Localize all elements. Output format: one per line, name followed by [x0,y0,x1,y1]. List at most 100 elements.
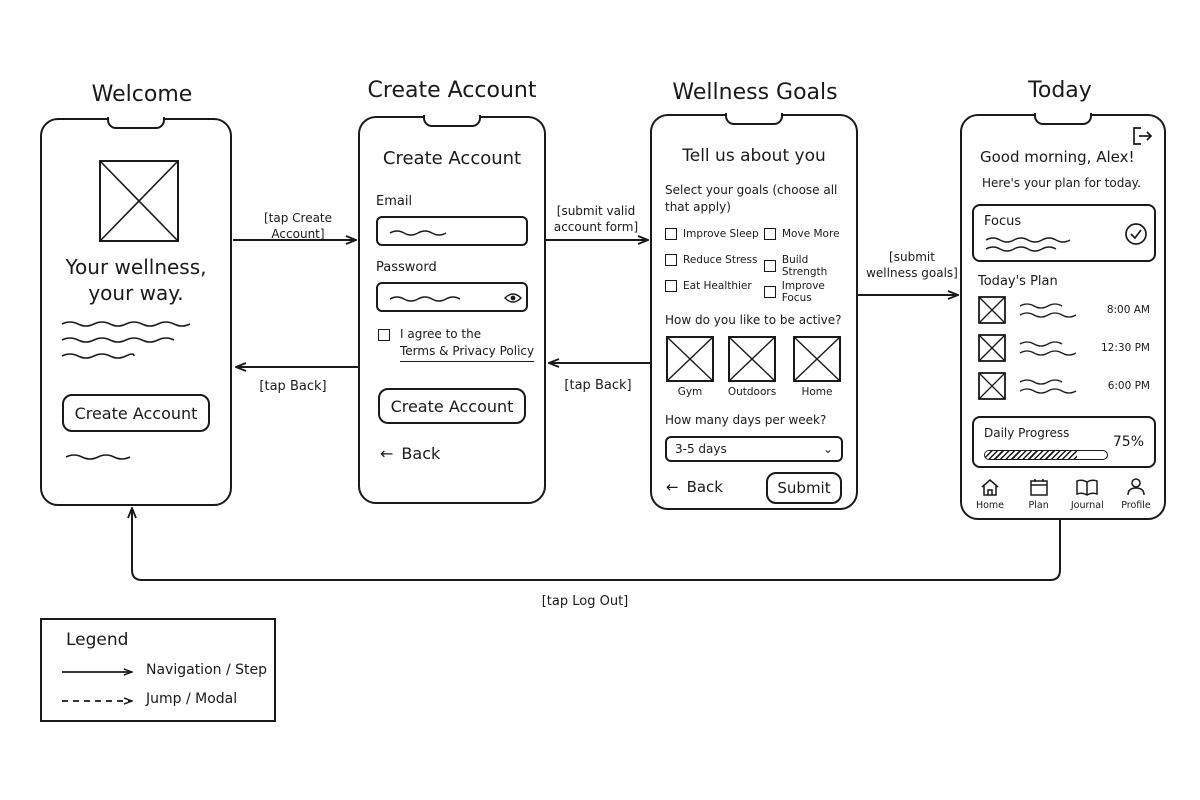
user-icon [1127,478,1145,496]
phone-welcome: Your wellness, your way. Create Account [40,117,232,506]
plan-item-time: 12:30 PM [1101,342,1150,354]
plan-item[interactable]: 8:00 AM [978,296,1150,326]
arrow-left-icon: ← [380,444,394,463]
legend-box: Legend Navigation / Step Jump / Modal [40,618,276,722]
placeholder-value-line [389,230,447,236]
welcome-tagline: Your wellness, your way. [65,255,207,305]
image-placeholder [978,334,1006,362]
days-select[interactable]: 3-5 days ⌄ [665,436,843,462]
screen-title-wellness-goals: Wellness Goals [672,80,838,105]
back-button[interactable]: ← Back [380,444,441,463]
progress-label: Daily Progress [984,426,1070,440]
plan-item[interactable]: 12:30 PM [978,334,1150,364]
bottom-nav: Home Plan Journal Profile [968,478,1158,511]
create-account-button[interactable]: Create Account [62,394,210,432]
goal-checkbox[interactable] [665,228,677,240]
submit-button[interactable]: Submit [766,472,842,504]
calendar-icon [1029,479,1048,496]
phone-notch [423,115,481,127]
image-placeholder [978,372,1006,400]
screen-title-create-account: Create Account [367,78,537,103]
goal-checkbox[interactable] [665,254,677,266]
create-account-heading: Create Account [382,148,522,169]
password-field[interactable] [376,282,528,312]
password-label: Password [376,260,437,275]
hero-image-placeholder [99,160,179,242]
edge-label-tap-log-out: [tap Log Out] [541,594,629,609]
activity-option-gym[interactable]: Gym [665,336,715,398]
goals-prompt: Select your goals (choose all that apply… [665,183,838,214]
image-placeholder [978,296,1006,324]
active-prompt: How do you like to be active? [665,313,842,327]
goals-heading: Tell us about you [682,146,826,166]
placeholder-text-lines [1019,341,1077,356]
goal-option[interactable]: Improve Sleep [665,228,759,240]
plan-item-time: 6:00 PM [1107,380,1150,392]
placeholder-link-line [65,454,131,460]
back-button[interactable]: ← Back [666,478,723,496]
greeting-subtitle: Here's your plan for today. [982,176,1141,190]
email-label: Email [376,194,413,209]
image-placeholder [793,336,841,382]
phone-notch [107,117,165,129]
placeholder-text-lines [1019,379,1077,394]
create-account-submit-button[interactable]: Create Account [378,388,526,424]
focus-card[interactable]: Focus [972,204,1156,262]
edge-label-tap-back-2: [tap Back] [564,378,632,393]
legend-line-samples [62,664,136,708]
goal-option[interactable]: Build Strength [764,254,856,278]
progress-bar [984,450,1108,460]
nav-item-journal[interactable]: Journal [1065,478,1109,511]
log-out-icon[interactable] [1132,126,1154,146]
phone-create-account: Create Account Email Password I agree to… [358,115,546,504]
days-prompt: How many days per week? [665,413,827,427]
home-icon [981,479,999,496]
screen-title-welcome: Welcome [91,82,193,107]
nav-item-home[interactable]: Home [968,478,1012,511]
phone-notch [1034,113,1092,125]
goal-option[interactable]: Reduce Stress [665,254,757,266]
phone-notch [725,113,783,125]
progress-bar-fill [985,451,1077,459]
edge-today-to-welcome [132,508,1061,581]
agree-checkbox[interactable] [378,329,390,341]
screen-title-today: Today [1028,78,1092,103]
agree-text: I agree to the Terms & Privacy Policy [400,326,535,362]
terms-link[interactable]: Terms & Privacy Policy [400,343,535,362]
plan-heading: Today's Plan [978,274,1058,289]
focus-label: Focus [984,214,1022,229]
plan-item-time: 8:00 AM [1106,304,1150,316]
eye-icon[interactable] [504,291,522,305]
greeting: Good morning, Alex! [980,148,1135,166]
placeholder-text-lines [1019,303,1077,318]
goal-checkbox[interactable] [665,280,677,292]
nav-item-plan[interactable]: Plan [1017,478,1061,511]
legend-dashed-label: Jump / Modal [146,691,238,707]
goal-checkbox[interactable] [764,260,776,272]
nav-item-profile[interactable]: Profile [1114,478,1158,511]
edge-label-submit-valid: [submit valid account form] [553,204,639,235]
check-circle-icon[interactable] [1124,222,1148,246]
progress-value: 75% [1112,434,1144,450]
goal-checkbox[interactable] [764,228,776,240]
plan-item[interactable]: 6:00 PM [978,372,1150,402]
edge-label-tap-back-1: [tap Back] [259,379,327,394]
phone-today: Good morning, Alex! Here's your plan for… [960,113,1166,520]
goal-option[interactable]: Improve Focus [764,280,856,304]
email-field[interactable] [376,216,528,246]
image-placeholder [666,336,714,382]
daily-progress-card: Daily Progress 75% [972,416,1156,468]
phone-wellness-goals: Tell us about you Select your goals (cho… [650,113,858,510]
arrow-left-icon: ← [666,478,679,496]
image-placeholder [728,336,776,382]
book-icon [1076,479,1099,496]
edge-label-submit-goals: [submit wellness goals] [866,250,958,281]
goal-checkbox[interactable] [764,286,776,298]
legend-title: Legend [66,630,129,650]
goal-option[interactable]: Eat Healthier [665,280,752,292]
activity-option-outdoors[interactable]: Outdoors [727,336,777,398]
placeholder-text-lines [61,321,191,359]
goal-option[interactable]: Move More [764,228,840,240]
activity-option-home[interactable]: Home [792,336,842,398]
